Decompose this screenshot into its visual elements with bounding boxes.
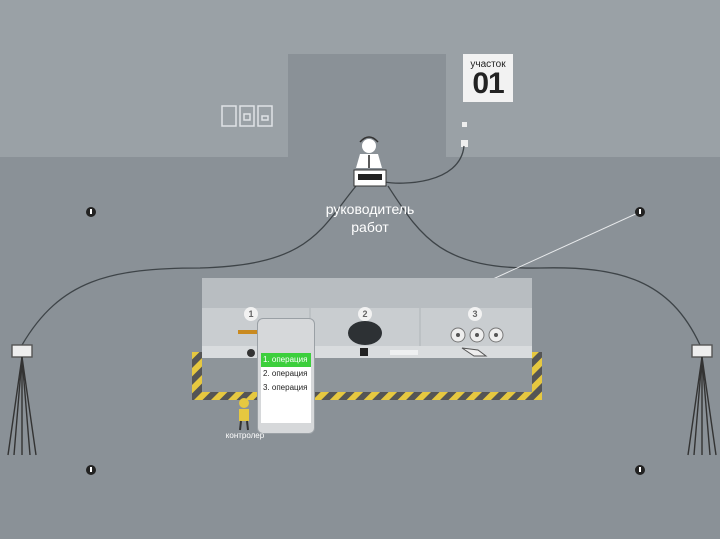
supervisor-caption: руководитель работ <box>300 200 440 236</box>
panel-zone-2 <box>390 350 418 355</box>
controller-caption: контролер <box>225 431 265 440</box>
zone-number-2: 2 <box>358 307 372 321</box>
window-icons <box>221 105 273 127</box>
site-caption: участок <box>470 59 506 70</box>
tool-bar-zone-1 <box>238 330 258 334</box>
supervisor-figure <box>353 136 387 187</box>
tripod-right <box>687 344 717 456</box>
phone-device: 1. операция 2. операция 3. операция <box>257 318 315 434</box>
work-bench-top <box>202 278 532 308</box>
supervisor-caption-line1: руководитель <box>325 201 415 217</box>
site-number: 01 <box>472 67 504 100</box>
supervisor-caption-line2: работ <box>351 219 389 235</box>
operation-item-3[interactable]: 3. операция <box>263 383 308 392</box>
cables <box>21 145 701 346</box>
operation-item-2[interactable]: 2. операция <box>263 369 308 378</box>
gauges-zone-3 <box>450 327 504 357</box>
tool-knob-zone-1 <box>247 349 255 357</box>
wall-socket-cable <box>461 140 468 147</box>
zone-number-3: 3 <box>468 307 482 321</box>
pipe-zone-2 <box>348 321 382 345</box>
controller-figure <box>239 398 249 431</box>
work-area-floor <box>202 356 532 392</box>
operation-item-1[interactable]: 1. операция <box>261 353 311 367</box>
phone-screen: 1. операция 2. операция 3. операция <box>261 353 311 423</box>
wall-socket-top <box>462 122 467 127</box>
tripod-left <box>7 344 37 456</box>
zone-number-1: 1 <box>244 307 258 321</box>
site-label: участок 01 <box>463 54 513 102</box>
device-zone-2 <box>360 348 368 356</box>
sensor-markers <box>86 207 645 475</box>
